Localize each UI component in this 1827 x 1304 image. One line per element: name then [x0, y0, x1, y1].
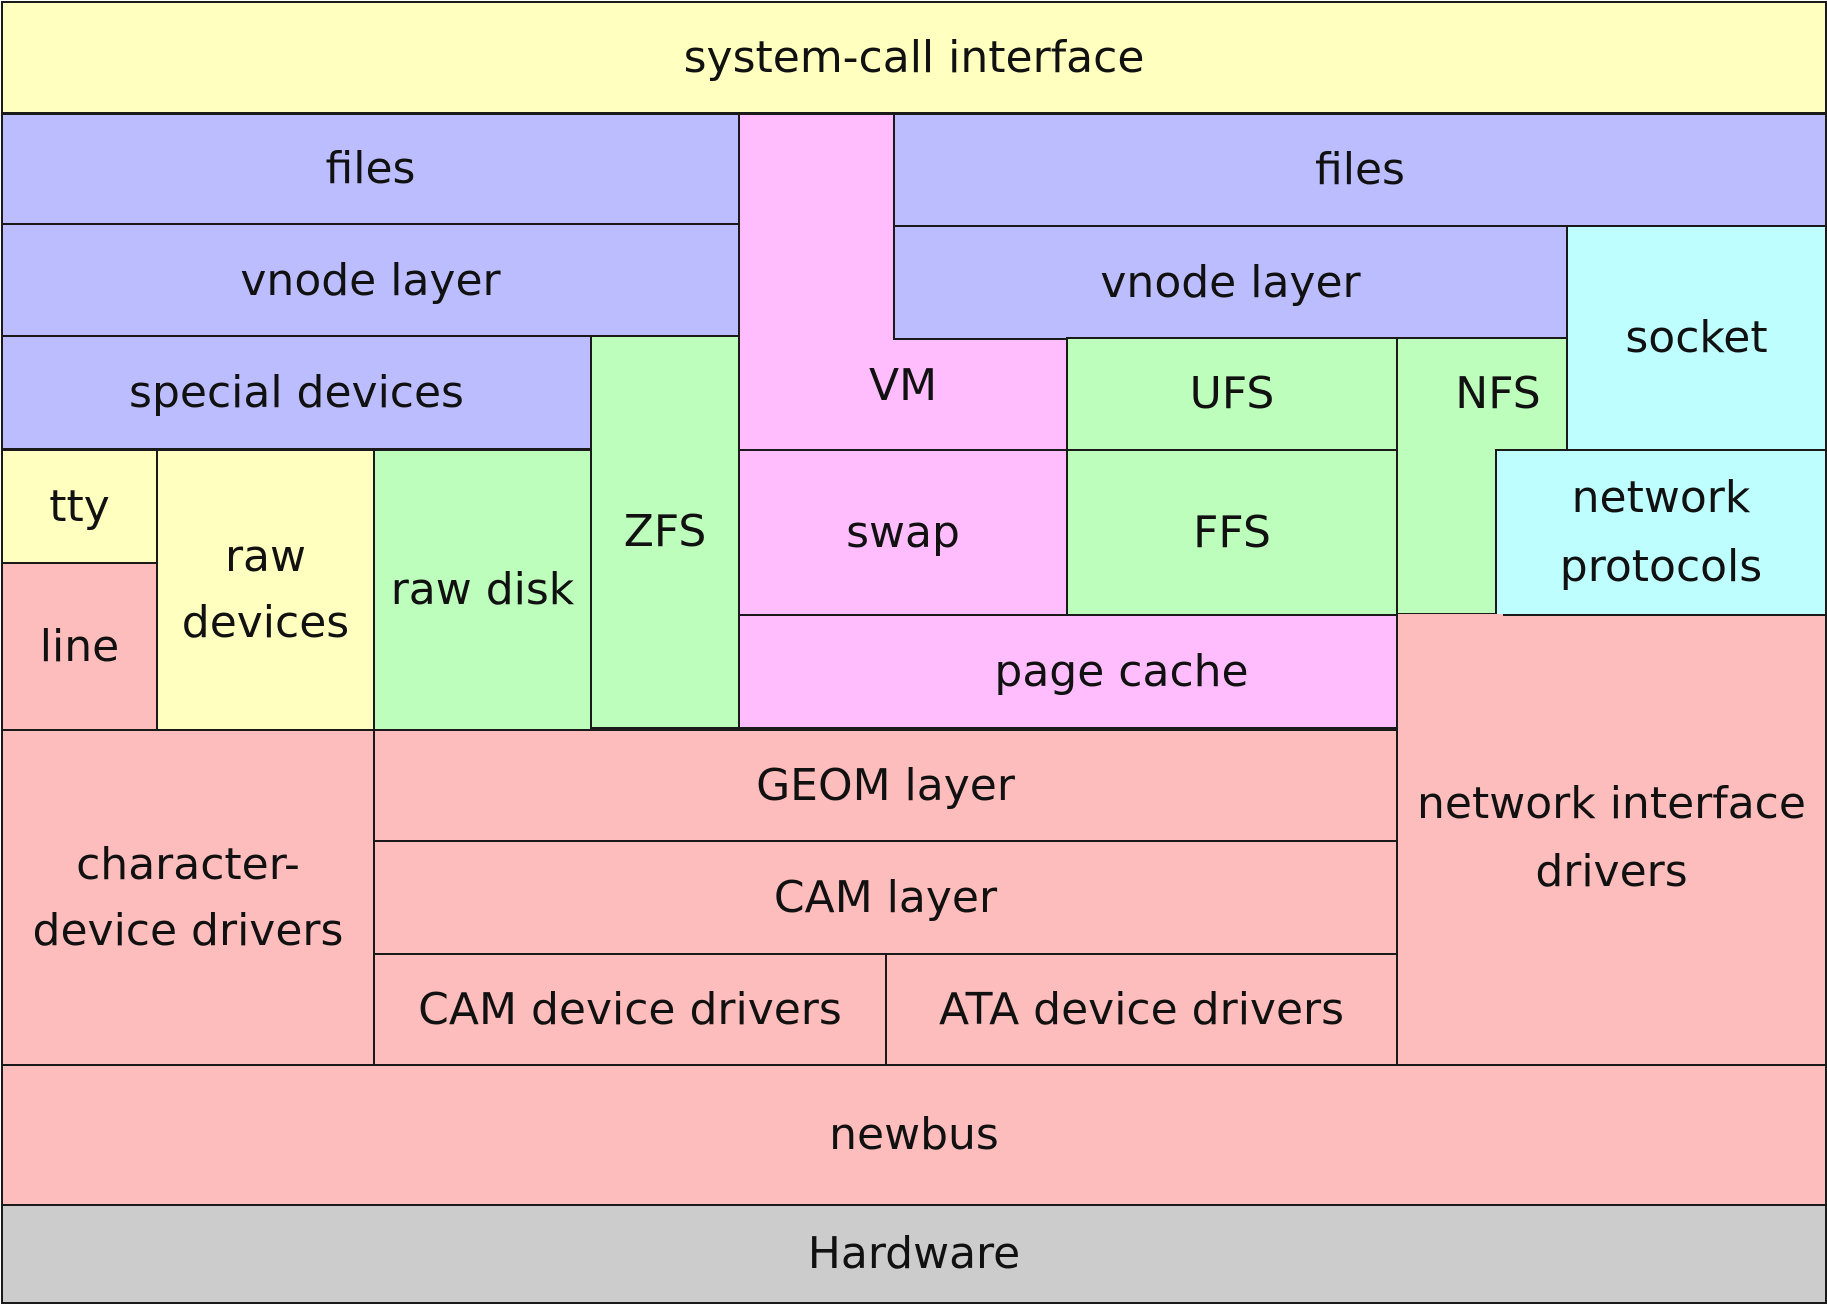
zfs-block: ZFS	[590, 335, 740, 729]
raw-disk-label: raw disk	[390, 564, 575, 615]
network-interface-drivers-block	[1396, 614, 1827, 1066]
ffs-label: FFS	[1193, 506, 1271, 558]
ffs-block: FFS	[1066, 449, 1398, 616]
character-device-drivers-block: character-device drivers	[1, 729, 375, 1066]
nfs-block	[1396, 337, 1568, 451]
vm-seam-cover	[740, 330, 893, 342]
newbus-label: newbus	[829, 1109, 999, 1160]
raw-devices-label: raw devices	[181, 531, 350, 648]
files-left-label: files	[325, 143, 416, 194]
cam-device-drivers-block: CAM device drivers	[373, 953, 887, 1066]
ata-device-drivers-label: ATA device drivers	[938, 983, 1345, 1035]
socket-block: socket	[1566, 225, 1827, 451]
raw-devices-block: raw devices	[156, 449, 375, 731]
raw-disk-block: raw disk	[373, 449, 592, 731]
geom-layer-label: GEOM layer	[756, 759, 1015, 811]
tty-block: tty	[1, 449, 158, 564]
cam-layer-label: CAM layer	[773, 871, 998, 923]
swap-label: swap	[846, 506, 960, 558]
files-left-block: files	[1, 113, 740, 225]
ufs-block: UFS	[1066, 337, 1398, 451]
geom-layer-block: GEOM layer	[373, 729, 1398, 842]
socket-label: socket	[1625, 312, 1768, 363]
page-cache-label: page cache	[994, 645, 1249, 697]
network-protocols-block: network protocols	[1495, 449, 1827, 616]
vm-label: VM	[868, 360, 938, 411]
net-iface-top-edge	[1503, 614, 1827, 616]
line-block: line	[1, 562, 158, 731]
ufs-label: UFS	[1189, 368, 1275, 419]
files-right-label: files	[1315, 144, 1405, 195]
network-protocols-label: network protocols	[1559, 472, 1763, 592]
special-devices-block: special devices	[1, 335, 592, 450]
network-interface-drivers-label: network interface drivers	[1417, 778, 1806, 898]
hardware-label: Hardware	[807, 1228, 1021, 1279]
files-right-block: files	[893, 113, 1827, 227]
page-cache-block: page cache	[738, 614, 1505, 729]
nfs-label: NFS	[1455, 368, 1541, 419]
vnode-layer-left-block: vnode layer	[1, 223, 740, 338]
cam-device-drivers-label: CAM device drivers	[418, 983, 842, 1035]
newbus-block: newbus	[1, 1064, 1827, 1206]
nfs-column-block	[1396, 449, 1497, 615]
vnode-layer-right-block: vnode layer	[893, 225, 1568, 340]
line-label: line	[39, 620, 120, 672]
special-devices-label: special devices	[129, 366, 464, 418]
vnode-layer-left-label: vnode layer	[240, 254, 501, 306]
syscall-interface-label: system-call interface	[683, 31, 1145, 83]
ata-device-drivers-block: ATA device drivers	[885, 953, 1398, 1066]
cam-layer-block: CAM layer	[373, 840, 1398, 955]
hardware-block: Hardware	[1, 1204, 1827, 1304]
vnode-layer-right-label: vnode layer	[1100, 256, 1361, 308]
swap-block: swap	[738, 449, 1068, 616]
vm-block	[738, 337, 1068, 451]
zfs-label: ZFS	[623, 506, 707, 557]
tty-label: tty	[49, 480, 110, 532]
character-device-drivers-label: character-device drivers	[32, 838, 344, 956]
nfs-seam-cover	[1398, 444, 1495, 456]
syscall-interface-block: system-call interface	[1, 1, 1827, 114]
